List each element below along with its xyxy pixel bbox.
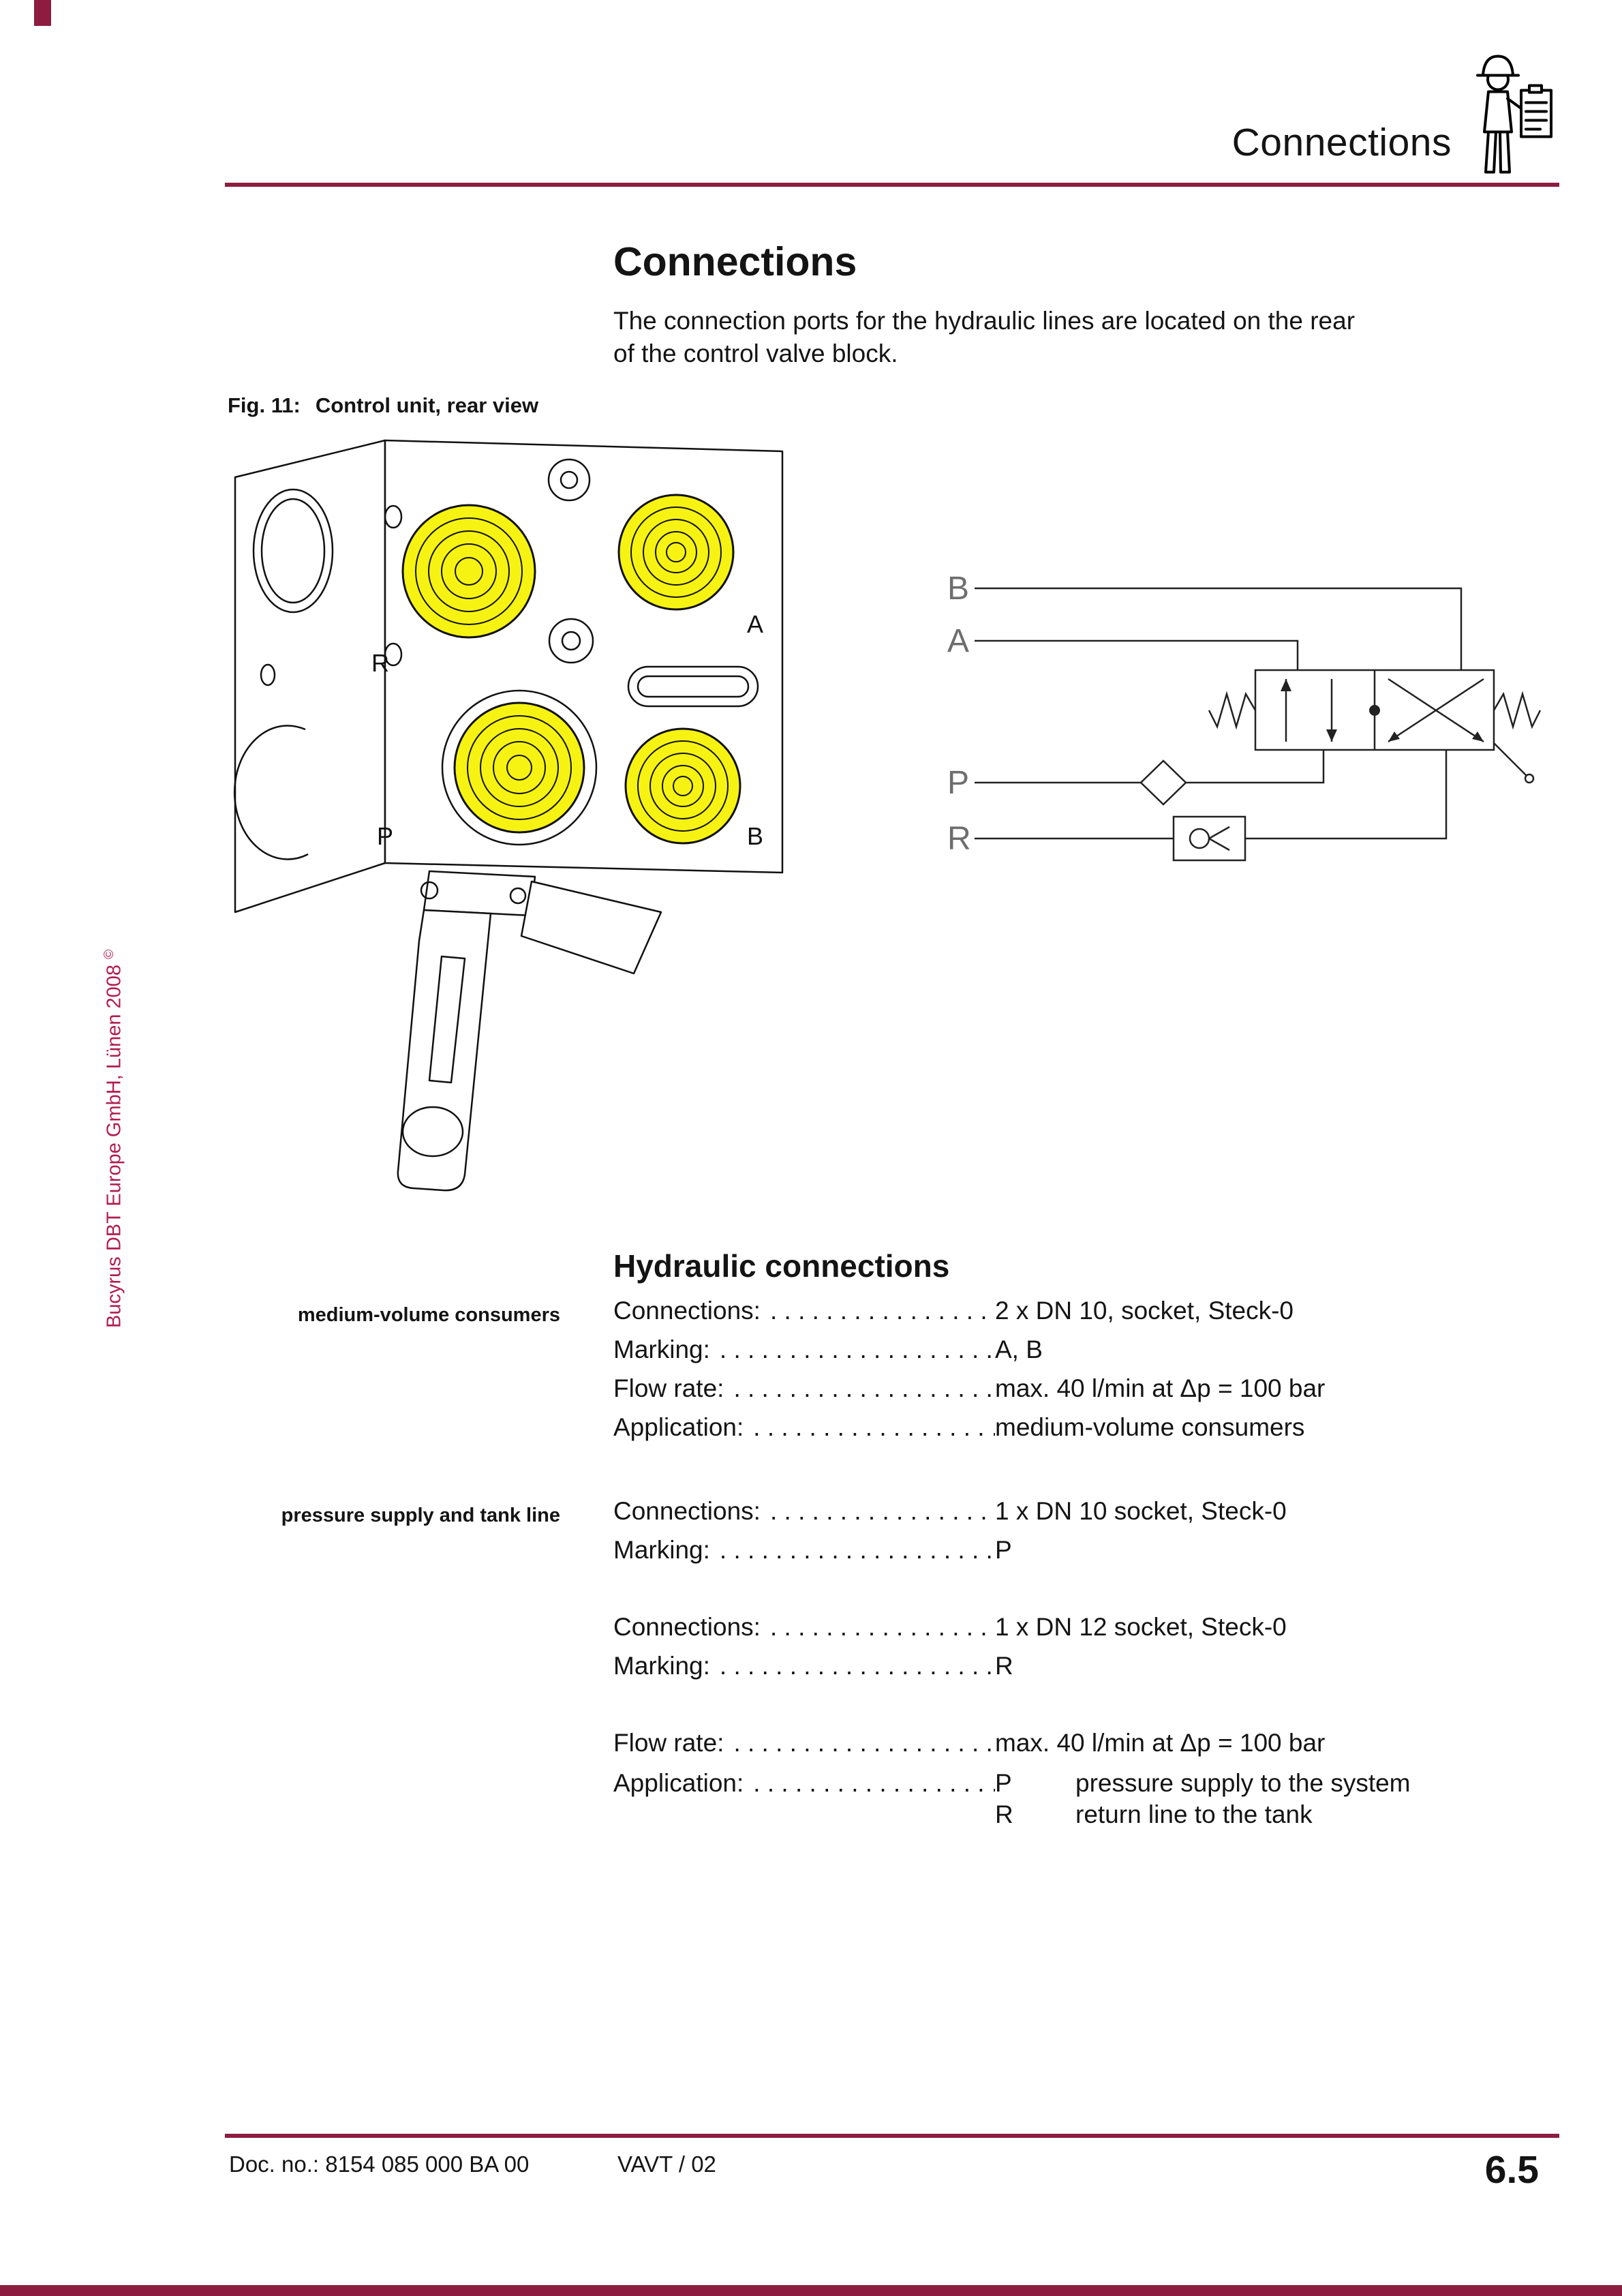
running-header-title: Connections bbox=[1231, 121, 1452, 164]
dot-leader: . . . . . . . . . . . . . . . . . . . . … bbox=[733, 1374, 995, 1402]
copyright-symbol: © bbox=[102, 949, 117, 959]
footer-version: VAVT / 02 bbox=[617, 2151, 716, 2177]
schematic-label-b: B bbox=[947, 571, 969, 607]
application-key: R bbox=[995, 1800, 1013, 1828]
spec-value: 1 x DN 12 socket, Steck-0 bbox=[995, 1613, 1287, 1641]
figure-caption-text: Control unit, rear view bbox=[315, 393, 539, 417]
intro-line-1: The connection ports for the hydraulic l… bbox=[613, 307, 1356, 335]
figure-caption: Fig. 11: Control unit, rear view bbox=[228, 393, 538, 418]
spec-block-pressure-supply: Connections: . . . . . . . . . . . . . . … bbox=[613, 1497, 1615, 1830]
footer-rule bbox=[225, 2134, 1559, 2138]
schematic-label-r: R bbox=[947, 821, 971, 857]
dot-leader: . . . . . . . . . . . . . . . . . . . . … bbox=[719, 1652, 995, 1680]
dot-leader: . . . . . . . . . . . . . . . . . . . . … bbox=[733, 1729, 995, 1757]
section-title: Hydraulic connections bbox=[613, 1248, 950, 1284]
schematic-label-p: P bbox=[947, 765, 969, 801]
spec-row: Marking: . . . . . . . . . . . . . . . . … bbox=[613, 1652, 1615, 1691]
spec-label: Connections: bbox=[613, 1497, 761, 1525]
footer-doc-number: Doc. no.: 8154 085 000 BA 00 bbox=[229, 2151, 530, 2177]
intro-line-2: of the control valve block. bbox=[613, 339, 898, 367]
spec-value: max. 40 l/min at Δp = 100 bar bbox=[995, 1374, 1326, 1402]
dot-leader: . . . . . . . . . . . . . . . . . . . . … bbox=[769, 1497, 995, 1525]
spec-row: Application: . . . . . . . . . . . . . . … bbox=[613, 1413, 1615, 1452]
spec-block-medium-volume: Connections: . . . . . . . . . . . . . . … bbox=[613, 1297, 1615, 1452]
port-sockets bbox=[401, 494, 741, 846]
control-unit-drawing: R A P B bbox=[233, 439, 784, 1192]
spec-label: Application: bbox=[613, 1769, 744, 1797]
header-rule bbox=[225, 183, 1559, 187]
side-note-text: Bucyrus DBT Europe GmbH, Lünen 2008 bbox=[103, 964, 125, 1328]
spec-label: Marking: bbox=[613, 1536, 710, 1564]
port-a bbox=[617, 494, 735, 611]
page-title: Connections bbox=[613, 239, 857, 284]
port-label-a: A bbox=[747, 610, 763, 638]
page-number: 6.5 bbox=[1484, 2148, 1539, 2192]
spec-value: P bbox=[995, 1536, 1012, 1564]
spec-row: Flow rate: . . . . . . . . . . . . . . . … bbox=[613, 1374, 1615, 1413]
spec-label: Marking: bbox=[613, 1652, 710, 1680]
dot-leader: . . . . . . . . . . . . . . . . . . . . … bbox=[769, 1613, 995, 1641]
hydraulic-schematic: B A P R bbox=[947, 571, 1542, 862]
spec-row: Connections: . . . . . . . . . . . . . . … bbox=[613, 1297, 1615, 1335]
spec-value: R bbox=[995, 1652, 1013, 1680]
spec-row-application: Application: . . . . . . . . . . . . . . … bbox=[613, 1768, 1615, 1830]
spec-value: A, B bbox=[995, 1335, 1043, 1363]
port-top-left bbox=[401, 504, 536, 639]
application-text: pressure supply to the system bbox=[1075, 1769, 1411, 1797]
registration-mark bbox=[34, 0, 51, 26]
margin-label-pressure-supply: pressure supply and tank line bbox=[281, 1505, 560, 1526]
bottom-color-bar bbox=[0, 2285, 1622, 2296]
spec-row: Connections: . . . . . . . . . . . . . . … bbox=[613, 1497, 1615, 1536]
port-label-p: P bbox=[377, 822, 393, 850]
spec-value: 1 x DN 10 socket, Steck-0 bbox=[995, 1497, 1287, 1525]
spec-row: Marking: . . . . . . . . . . . . . . . . … bbox=[613, 1335, 1615, 1374]
port-b bbox=[624, 727, 741, 845]
spec-label: Marking: bbox=[613, 1335, 710, 1363]
dot-leader: . . . . . . . . . . . . . . . . . . . . … bbox=[719, 1536, 995, 1564]
spec-label: Connections: bbox=[613, 1613, 761, 1641]
spec-value: medium-volume consumers bbox=[995, 1413, 1305, 1441]
schematic-label-a: A bbox=[947, 623, 969, 659]
spec-label: Flow rate: bbox=[613, 1729, 724, 1757]
spec-row: Flow rate: . . . . . . . . . . . . . . . … bbox=[613, 1729, 1615, 1768]
spacer bbox=[613, 1575, 1615, 1613]
port-p bbox=[441, 689, 598, 846]
side-copyright-note: Bucyrus DBT Europe GmbH, Lünen 2008 © bbox=[102, 950, 126, 1328]
spec-label: Flow rate: bbox=[613, 1374, 724, 1402]
dot-leader: . . . . . . . . . . . . . . . . . . . . … bbox=[719, 1335, 995, 1363]
application-text: return line to the tank bbox=[1075, 1800, 1313, 1828]
dot-leader: . . . . . . . . . . . . . . . . . . . . … bbox=[769, 1297, 995, 1325]
port-label-r: R bbox=[371, 649, 389, 677]
port-label-b: B bbox=[747, 822, 763, 850]
spec-label: Application: bbox=[613, 1413, 744, 1441]
spec-row: Connections: . . . . . . . . . . . . . . … bbox=[613, 1613, 1615, 1652]
spec-value: max. 40 l/min at Δp = 100 bar bbox=[995, 1729, 1326, 1757]
dot-leader: . . . . . . . . . . . . . . . . . . . . … bbox=[753, 1413, 995, 1441]
figure-caption-label: Fig. 11: bbox=[228, 393, 301, 417]
dot-leader: . . . . . . . . . . . . . . . . . . . . … bbox=[753, 1769, 995, 1797]
worker-clipboard-icon bbox=[1476, 55, 1552, 174]
application-key: P bbox=[995, 1769, 1012, 1797]
spec-label: Connections: bbox=[613, 1297, 761, 1325]
spec-row: Marking: . . . . . . . . . . . . . . . . … bbox=[613, 1536, 1615, 1575]
margin-label-medium-volume: medium-volume consumers bbox=[297, 1304, 560, 1326]
spec-value: 2 x DN 10, socket, Steck-0 bbox=[995, 1297, 1294, 1325]
spacer bbox=[613, 1691, 1615, 1729]
intro-paragraph: The connection ports for the hydraulic l… bbox=[613, 305, 1355, 370]
